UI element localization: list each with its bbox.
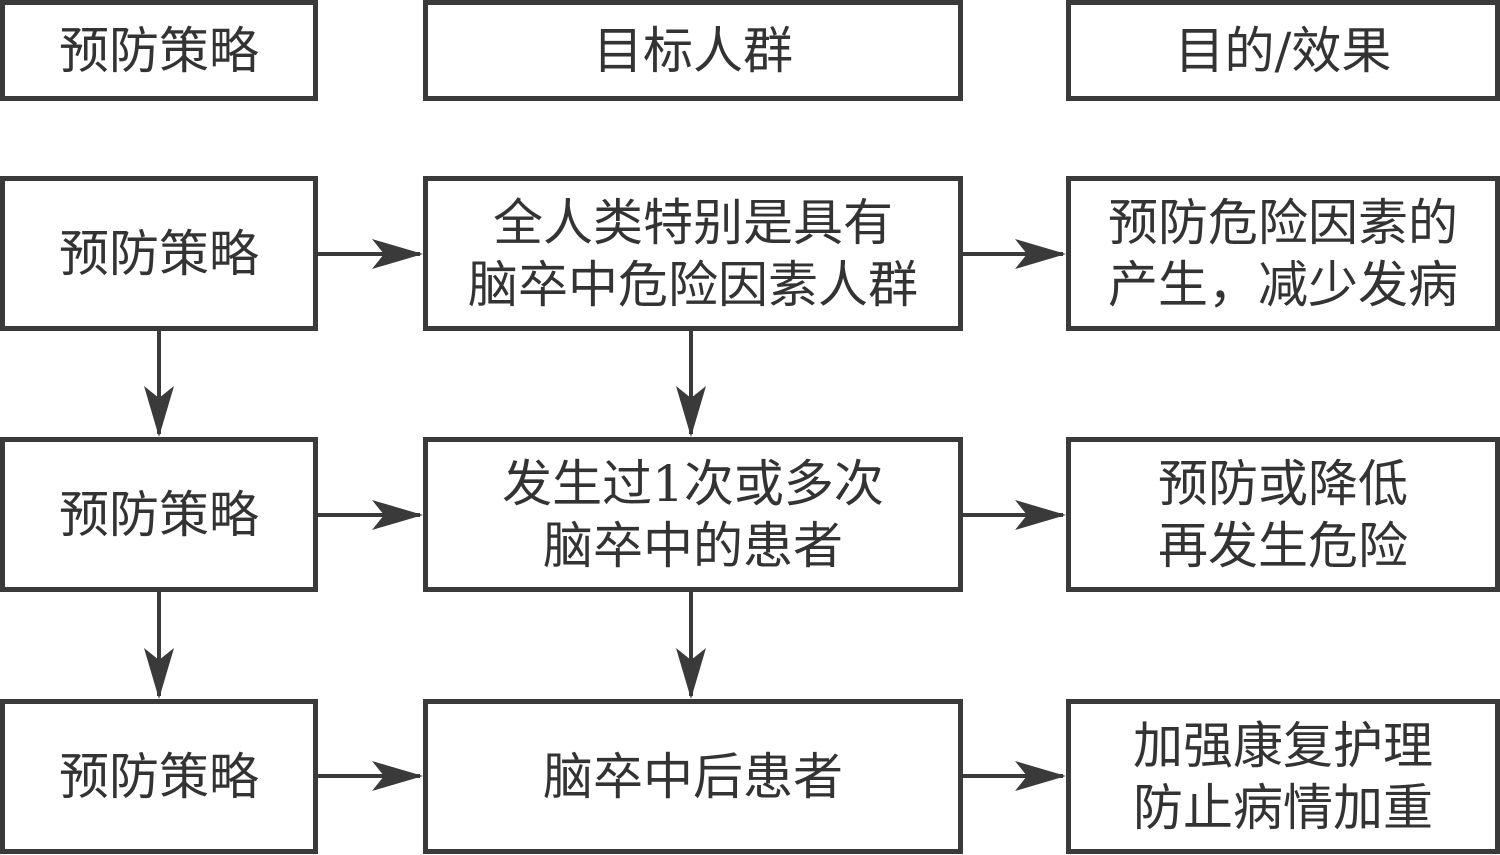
- arrowhead: [1015, 761, 1066, 791]
- purpose-label-1: 预防危险因素的 产生，减少发病: [1108, 193, 1458, 314]
- arrowhead: [1015, 239, 1066, 269]
- arrowhead: [372, 500, 423, 530]
- purpose-box-1: 预防危险因素的 产生，减少发病: [1066, 176, 1500, 331]
- target-box-3: 脑卒中后患者: [423, 699, 963, 854]
- strategy-label-3: 预防策略: [59, 747, 259, 806]
- header-target-box: 目标人群: [423, 0, 963, 101]
- arrowhead: [1015, 500, 1066, 530]
- target-label-1: 全人类特别是具有 脑卒中危险因素人群: [468, 193, 918, 314]
- header-strategy-label: 预防策略: [59, 21, 259, 80]
- header-target-label: 目标人群: [593, 21, 793, 80]
- purpose-box-3: 加强康复护理 防止病情加重: [1066, 699, 1500, 854]
- arrowhead: [372, 239, 423, 269]
- purpose-label-3: 加强康复护理 防止病情加重: [1133, 716, 1433, 837]
- target-box-1: 全人类特别是具有 脑卒中危险因素人群: [423, 176, 963, 331]
- header-purpose-label: 目的/效果: [1174, 21, 1392, 80]
- header-strategy-box: 预防策略: [0, 0, 318, 101]
- purpose-box-2: 预防或降低 再发生危险: [1066, 437, 1500, 592]
- arrowhead: [676, 648, 706, 699]
- arrowhead: [144, 386, 174, 437]
- strategy-label-1: 预防策略: [59, 224, 259, 283]
- purpose-label-2: 预防或降低 再发生危险: [1158, 454, 1408, 575]
- target-label-3: 脑卒中后患者: [543, 747, 843, 806]
- arrowhead: [372, 761, 423, 791]
- header-purpose-box: 目的/效果: [1066, 0, 1500, 101]
- arrowhead: [676, 386, 706, 437]
- strategy-box-1: 预防策略: [0, 176, 318, 331]
- target-box-2: 发生过1次或多次 脑卒中的患者: [423, 437, 963, 592]
- strategy-box-2: 预防策略: [0, 437, 318, 592]
- strategy-label-2: 预防策略: [59, 485, 259, 544]
- target-label-2: 发生过1次或多次 脑卒中的患者: [502, 454, 884, 575]
- strategy-box-3: 预防策略: [0, 699, 318, 854]
- arrowhead: [144, 648, 174, 699]
